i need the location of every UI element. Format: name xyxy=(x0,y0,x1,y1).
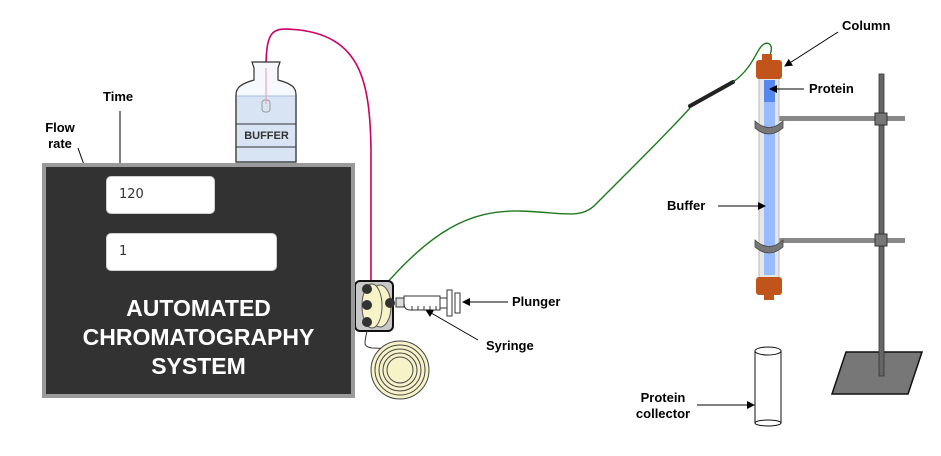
protein-label: Protein xyxy=(809,81,854,96)
ring-stand xyxy=(775,73,924,395)
chromatography-column xyxy=(754,54,784,300)
machine-title-line: CHROMATOGRAPHY xyxy=(82,324,315,350)
column-label: Column xyxy=(842,18,891,33)
syringe xyxy=(395,289,461,317)
buffer-label: Buffer xyxy=(667,198,706,213)
machine-title: AUTOMATED CHROMATOGRAPHY SYSTEM xyxy=(42,294,355,381)
time-input[interactable]: 120 xyxy=(106,176,215,214)
time-label: Time xyxy=(103,89,134,104)
flow-rate-label-line: Flow xyxy=(45,120,75,135)
flow-rate-input[interactable]: 1 xyxy=(106,233,277,271)
machine-title-line: SYSTEM xyxy=(151,353,246,379)
protein-collector-label: Protein collector xyxy=(630,390,696,422)
protein-collector-label-line: collector xyxy=(635,406,691,421)
buffer-bottle-label: BUFFER xyxy=(244,130,289,142)
protein-collector-tube xyxy=(754,346,782,427)
buffer-bottle xyxy=(235,61,297,163)
flow-rate-label: Flow rate xyxy=(42,120,78,152)
peristaltic-pump xyxy=(354,280,396,350)
outlet-tube-sleeve xyxy=(688,80,735,108)
inlet-tube xyxy=(265,28,372,285)
syringe-label: Syringe xyxy=(486,338,534,353)
outlet-tube xyxy=(373,107,691,299)
protein-collector-label-line: Protein xyxy=(640,390,686,405)
flow-rate-label-line: rate xyxy=(48,136,72,151)
tubing-coil xyxy=(370,340,430,400)
plunger-label: Plunger xyxy=(512,294,561,309)
machine-title-line: AUTOMATED xyxy=(126,295,271,321)
